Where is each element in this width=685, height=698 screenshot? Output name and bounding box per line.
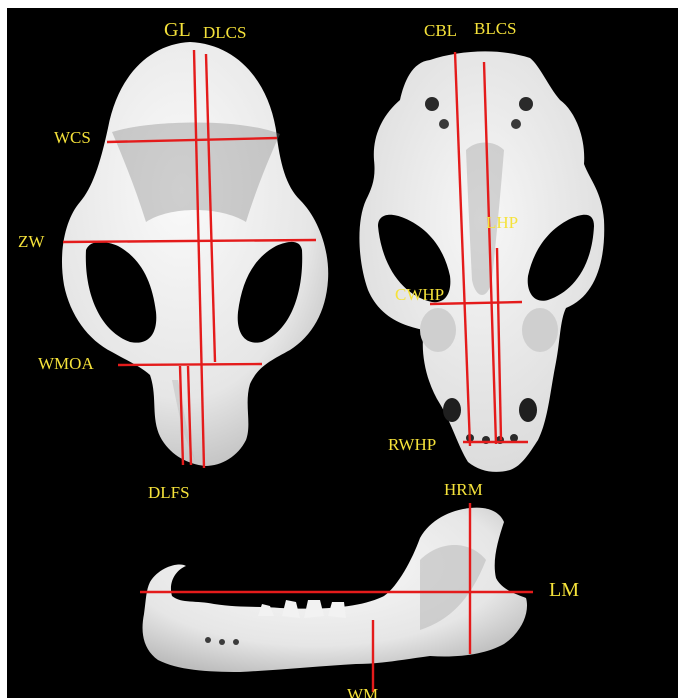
label-rwhp: RWHP [388,436,436,453]
label-zw: ZW [18,233,44,250]
label-hrm: HRM [444,481,483,498]
label-cwhp: CWHP [395,286,444,303]
label-lhp: LHP [486,214,518,231]
label-gl: GL [164,20,191,40]
label-wcs: WCS [54,129,91,146]
skull-ventral-view-icon [359,51,604,472]
label-cbl: CBL [424,22,457,39]
label-wmoa: WMOA [38,355,94,372]
label-blcs: BLCS [474,20,517,37]
label-dlcs: DLCS [203,24,246,41]
label-wm: WM [347,686,378,698]
label-dlfs: DLFS [148,484,190,501]
wmoa-line [118,364,262,365]
label-lm: LM [549,580,579,600]
